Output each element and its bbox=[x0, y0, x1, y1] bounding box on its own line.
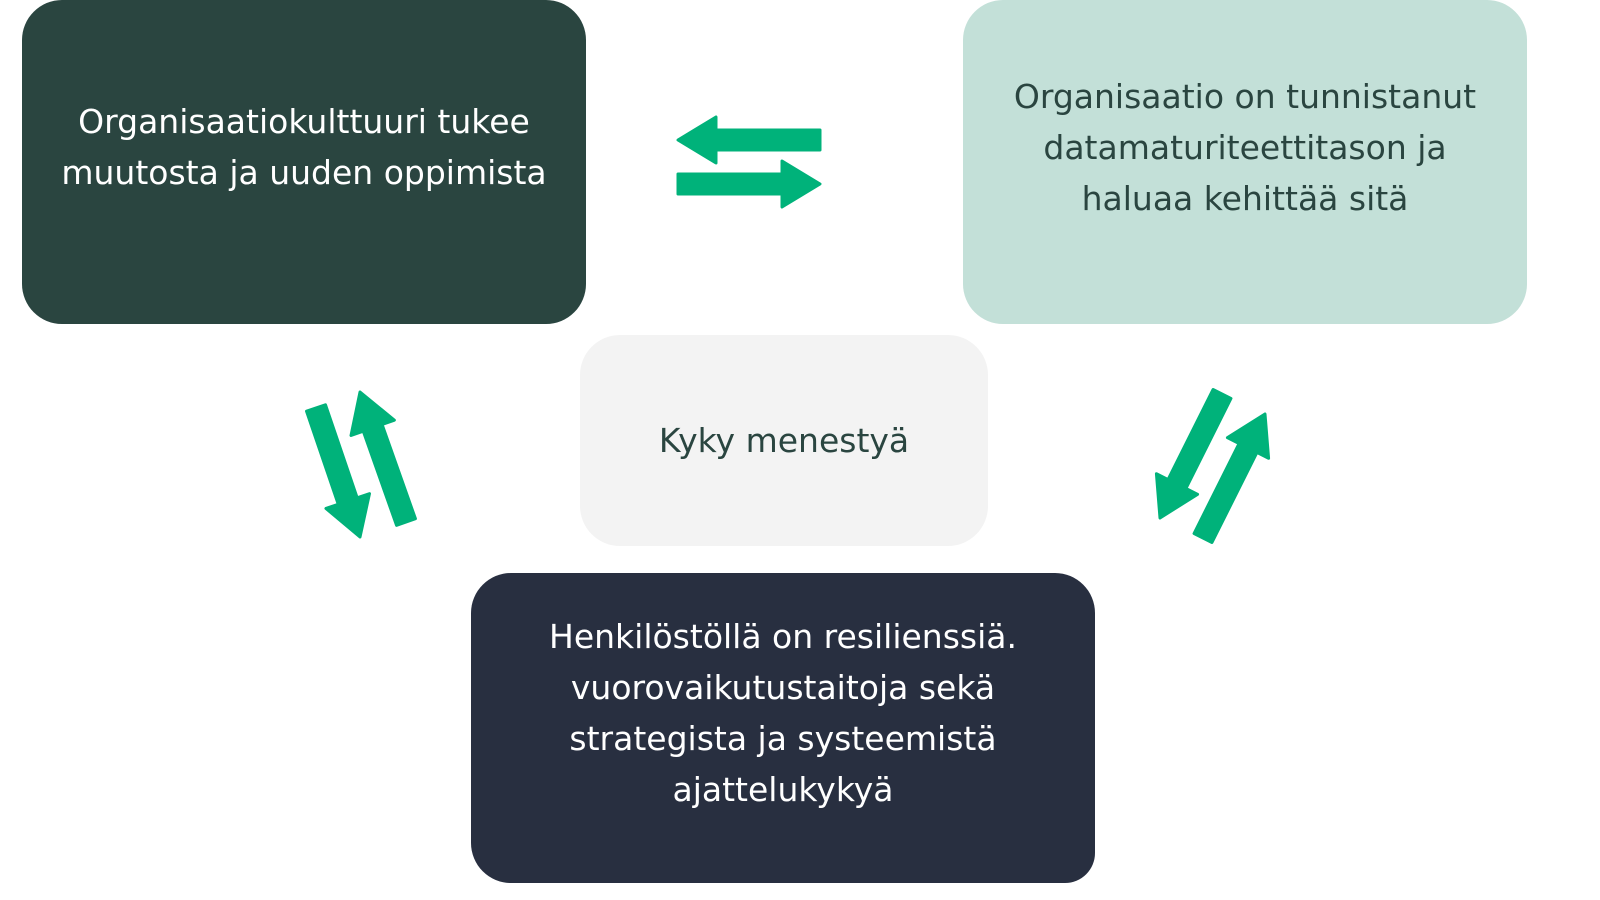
personnel-box: Henkilöstöllä on resilienssiä. vuorovaik… bbox=[471, 573, 1095, 883]
right-down-arrow-icon bbox=[1154, 388, 1233, 520]
maturity-box: Organisaatio on tunnistanut datamaturite… bbox=[963, 0, 1527, 324]
culture-box: Organisaatiokulttuuri tukee muutosta ja … bbox=[22, 0, 586, 324]
maturity-text: Organisaatio on tunnistanut datamaturite… bbox=[1013, 76, 1477, 218]
personnel-text: Henkilöstöllä on resilienssiä. vuorovaik… bbox=[549, 617, 1017, 809]
left-up-arrow-icon bbox=[349, 390, 417, 527]
right-up-arrow-icon bbox=[1192, 412, 1271, 544]
center-text: Kyky menestyä bbox=[658, 421, 910, 460]
center-box: Kyky menestyä bbox=[580, 335, 988, 546]
top-right-arrow-icon bbox=[676, 159, 822, 209]
culture-text: Organisaatiokulttuuri tukee muutosta ja … bbox=[61, 102, 547, 192]
left-down-arrow-icon bbox=[305, 403, 372, 539]
top-left-arrow-icon bbox=[676, 115, 822, 165]
